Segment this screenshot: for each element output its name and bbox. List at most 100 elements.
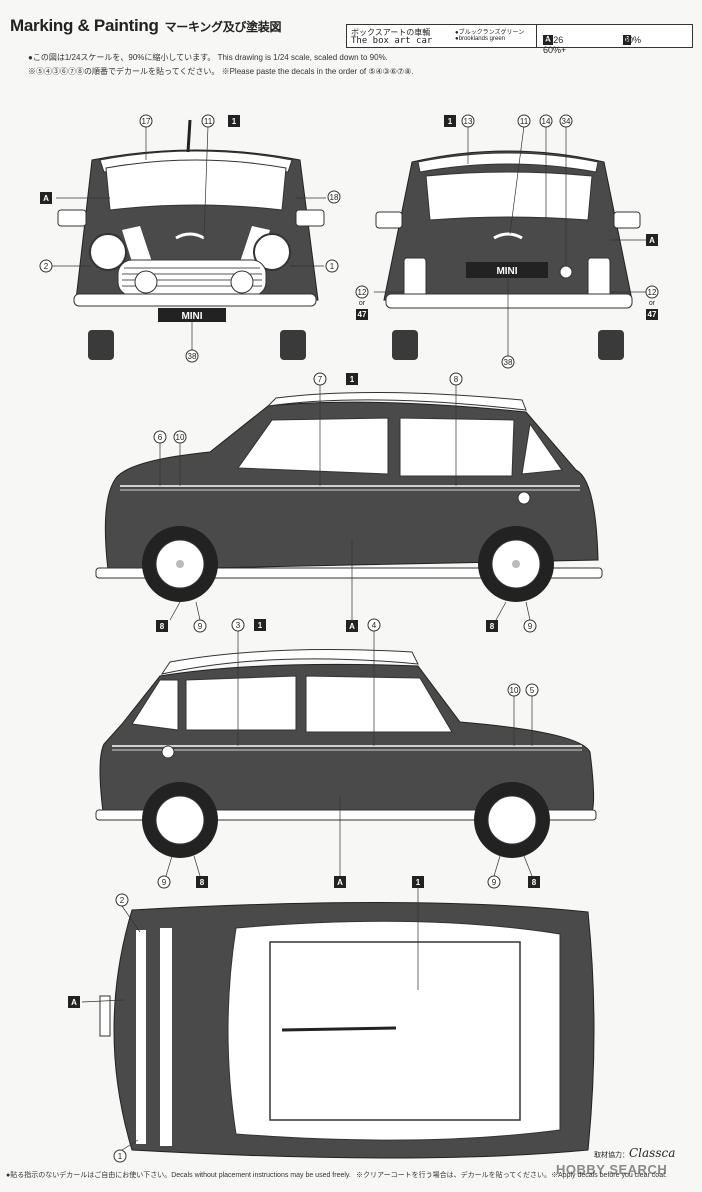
svg-text:A: A (337, 878, 343, 887)
front-plate: MINI (181, 311, 202, 322)
callout-11-front: 11 (201, 114, 215, 128)
svg-text:47: 47 (648, 310, 657, 319)
callout-1-side2: 1 (254, 619, 266, 631)
svg-text:1: 1 (258, 621, 263, 630)
callout-9-s1-rear: 9 (523, 619, 537, 633)
svg-text:12: 12 (358, 288, 367, 297)
callout-1-top: 1 (412, 876, 424, 888)
callout-34: 34 (559, 114, 573, 128)
callout-2-top: 2 (115, 893, 129, 907)
svg-text:8: 8 (454, 375, 459, 384)
front-view: MINI (57, 119, 325, 360)
svg-text:11: 11 (520, 117, 529, 126)
svg-text:A: A (43, 194, 49, 203)
paint-code-6: 6 (623, 35, 632, 45)
side-view-right (95, 649, 597, 858)
svg-text:8: 8 (160, 622, 165, 631)
credit: 取材協力：Classca (594, 1146, 676, 1160)
svg-text:12: 12 (648, 288, 657, 297)
svg-text:A: A (349, 622, 355, 631)
callout-8-s1-rear: 8 (486, 620, 498, 632)
rear-view: MINI (375, 150, 641, 360)
leader-lines (52, 125, 646, 1151)
callout-1-front: 1 (228, 115, 240, 127)
svg-text:1: 1 (448, 117, 453, 126)
callout-9-s2-rear: 9 (487, 875, 501, 889)
callout-5: 5 (525, 683, 539, 697)
watermark: HOBBY SEARCH (556, 1162, 668, 1177)
footer-note-right: ※クリアーコートを行う場合は、デカールを貼ってください。※Apply decal… (356, 1172, 667, 1179)
callout-a-rear: A (646, 234, 658, 246)
box-art-label-jp: ボックスアートの車輌 (351, 28, 431, 37)
credit-name: Classca (629, 1146, 676, 1160)
svg-text:10: 10 (510, 686, 519, 695)
callout-8-s2-front: 8 (196, 876, 208, 888)
callout-a-side1: A (346, 620, 358, 632)
callout-12-rear-left: 12 or 47 (355, 285, 369, 320)
callout-8-top: 8 (449, 372, 463, 386)
svg-text:2: 2 (44, 262, 49, 271)
box-art-label: ボックスアートの車輌 The box art car ●ブルックランズグリーン … (346, 24, 538, 48)
scale-note: ●この図は1/24スケールを、90%に縮小しています。 This drawing… (28, 53, 388, 62)
callout-a-top: A (68, 996, 80, 1008)
callout-1-rear: 1 (444, 115, 456, 127)
svg-text:38: 38 (188, 352, 197, 361)
svg-text:34: 34 (562, 117, 571, 126)
callout-labels: 17 11 1 A 18 2 1 38 1 13 11 14 34 A 12 o… (39, 114, 659, 1163)
callout-38-front: 38 (185, 349, 199, 363)
svg-text:18: 18 (330, 193, 339, 202)
svg-text:47: 47 (358, 310, 367, 319)
svg-text:6: 6 (158, 433, 163, 442)
callout-12-rear-right: 12 or 47 (645, 285, 659, 320)
callout-18: 18 (327, 190, 341, 204)
callout-a-side2: A (334, 876, 346, 888)
svg-text:5: 5 (530, 686, 535, 695)
paint-code-a: A (543, 35, 553, 45)
callout-10-side2: 10 (507, 683, 521, 697)
callout-11-rear: 11 (517, 114, 531, 128)
svg-text:1: 1 (416, 878, 421, 887)
rear-plate: MINI (496, 266, 517, 277)
box-art-label-en: The box art car (351, 36, 433, 46)
color-name-en: ●brooklands green (455, 36, 505, 42)
callout-6: 6 (153, 430, 167, 444)
callout-2-front: 2 (39, 259, 53, 273)
svg-text:A: A (71, 998, 77, 1007)
svg-text:8: 8 (490, 622, 495, 631)
paint-mix-a-recipe: =326 60%+ (543, 35, 567, 55)
svg-text:2: 2 (120, 896, 125, 905)
svg-text:9: 9 (492, 878, 497, 887)
color-name-jp: ●ブルックランズグリーン (455, 30, 525, 36)
svg-text:1: 1 (232, 117, 237, 126)
callout-1-front-b: 1 (325, 259, 339, 273)
svg-text:8: 8 (532, 878, 537, 887)
svg-text:3: 3 (236, 621, 241, 630)
callout-1-side1: 1 (346, 373, 358, 385)
callout-8-s2-rear: 8 (528, 876, 540, 888)
callout-8-s1-front: 8 (156, 620, 168, 632)
callout-a-front: A (40, 192, 52, 204)
callout-4: 4 (367, 618, 381, 632)
svg-text:10: 10 (176, 433, 185, 442)
svg-text:17: 17 (142, 117, 151, 126)
decal-order-note: ※⑤④③⑥⑦⑧の順番でデカールを貼ってください。 ※Please paste t… (28, 67, 414, 76)
top-view (99, 901, 595, 1159)
svg-text:9: 9 (528, 622, 533, 631)
svg-text:11: 11 (204, 117, 213, 126)
page-title-jp: マーキング及び塗装図 (164, 20, 282, 34)
svg-text:A: A (649, 236, 655, 245)
callout-14: 14 (539, 114, 553, 128)
footer-note-left: ●貼る指示のないデカールはご自由にお使い下さい。Decals without p… (6, 1172, 351, 1179)
svg-text:8: 8 (200, 878, 205, 887)
svg-text:1: 1 (118, 1152, 123, 1161)
svg-text:9: 9 (198, 622, 203, 631)
svg-text:or: or (359, 300, 366, 307)
svg-text:38: 38 (504, 358, 513, 367)
callout-1-top-bottom: 1 (113, 1149, 127, 1163)
svg-text:1: 1 (350, 375, 355, 384)
svg-text:13: 13 (464, 117, 473, 126)
